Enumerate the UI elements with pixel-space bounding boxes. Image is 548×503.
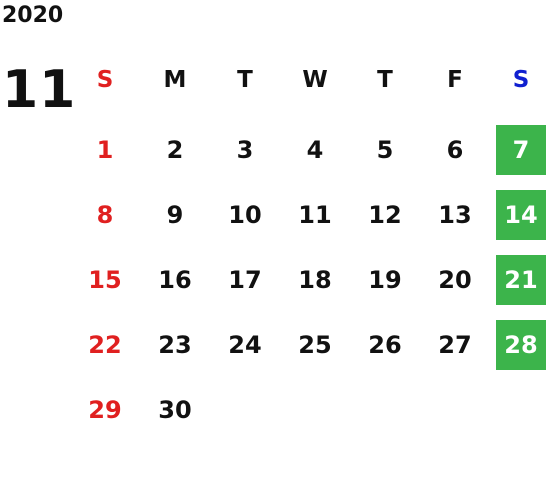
day-cell[interactable]: 10 [228, 201, 262, 229]
weekday-header-thu: T [377, 67, 393, 93]
day-cell[interactable]: 4 [306, 136, 324, 164]
weekday-header-wed: W [302, 67, 328, 93]
month-label: 11 [2, 60, 77, 120]
year-label: 2020 [2, 3, 64, 28]
day-cell[interactable]: 7 [496, 125, 546, 175]
weekday-header-sun: S [96, 67, 114, 93]
day-cell[interactable]: 25 [298, 331, 332, 359]
day-cell[interactable]: 14 [496, 190, 546, 240]
day-cell[interactable]: 1 [96, 136, 114, 164]
day-cell[interactable]: 2 [166, 136, 184, 164]
weekday-header-sat: S [512, 67, 530, 93]
day-cell[interactable]: 12 [368, 201, 402, 229]
day-cell[interactable]: 3 [236, 136, 254, 164]
day-cell[interactable]: 30 [158, 396, 192, 424]
day-cell[interactable]: 27 [438, 331, 472, 359]
weekday-header-fri: F [447, 67, 463, 93]
day-cell[interactable]: 15 [88, 266, 122, 294]
day-cell[interactable]: 9 [166, 201, 184, 229]
day-cell[interactable]: 6 [446, 136, 464, 164]
day-cell[interactable]: 5 [376, 136, 394, 164]
weekday-header-mon: M [163, 67, 187, 93]
day-cell[interactable]: 18 [298, 266, 332, 294]
day-cell[interactable]: 28 [496, 320, 546, 370]
day-cell[interactable]: 26 [368, 331, 402, 359]
day-cell[interactable]: 23 [158, 331, 192, 359]
day-cell[interactable]: 22 [88, 331, 122, 359]
day-cell[interactable]: 20 [438, 266, 472, 294]
day-cell[interactable]: 17 [228, 266, 262, 294]
day-cell[interactable]: 11 [298, 201, 332, 229]
day-cell[interactable]: 19 [368, 266, 402, 294]
day-cell[interactable]: 21 [496, 255, 546, 305]
day-cell[interactable]: 24 [228, 331, 262, 359]
day-cell[interactable]: 8 [96, 201, 114, 229]
day-cell[interactable]: 13 [438, 201, 472, 229]
day-cell[interactable]: 16 [158, 266, 192, 294]
day-cell[interactable]: 29 [88, 396, 122, 424]
weekday-header-tue: T [237, 67, 253, 93]
